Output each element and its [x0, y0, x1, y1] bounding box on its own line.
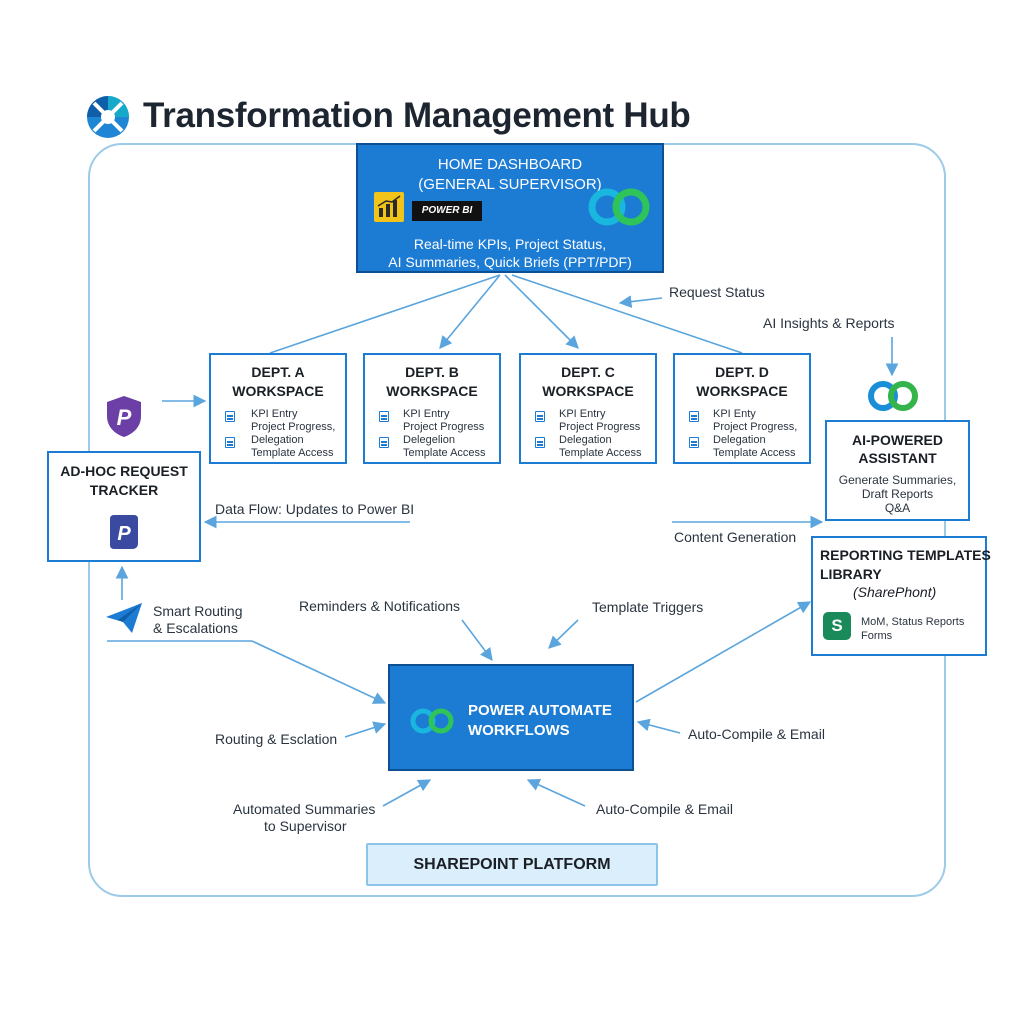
svg-text:P: P — [117, 405, 132, 430]
dept-item: Project Progress — [403, 421, 485, 433]
bar-chart-icon — [374, 192, 404, 222]
adhoc-title: AD-HOC REQUEST — [60, 463, 188, 479]
auto-compile-bottom-label: Auto-Compile & Email — [596, 801, 733, 817]
ai-desc: Draft Reports — [861, 487, 934, 501]
adhoc-subtitle: TRACKER — [89, 482, 159, 498]
document-icon — [689, 411, 699, 422]
dept-subtitle: WORKSPACE — [542, 383, 634, 399]
power-automate-title: POWER AUTOMATE — [468, 702, 612, 719]
automated-summaries-label: Automated Summaries — [233, 801, 376, 817]
dept-item: Delegation — [559, 434, 612, 446]
dept-d-workspace[interactable]: DEPT. D WORKSPACE KPI Enty Project Progr… — [673, 353, 811, 464]
paper-plane-icon — [106, 603, 142, 633]
ai-desc: Q&A — [884, 501, 911, 515]
dept-b-workspace[interactable]: DEPT. B WORKSPACE KPI Entry Project Prog… — [363, 353, 501, 464]
template-triggers-label: Template Triggers — [592, 599, 704, 615]
dept-item: Template Access — [559, 447, 642, 459]
content-generation-label: Content Generation — [674, 529, 797, 545]
power-automate-loop-icon — [410, 708, 454, 734]
ai-title: AI-POWERED — [852, 432, 943, 448]
dept-item: Template Access — [403, 447, 486, 459]
dept-title: DEPT. A — [251, 364, 305, 380]
dept-item: KPI Enty — [713, 408, 756, 420]
reporting-subtitle: LIBRARY — [820, 566, 882, 582]
document-icon — [379, 437, 389, 448]
home-dashboard-box[interactable]: HOME DASHBOARD (GENERAL SUPERVISOR) POWE… — [356, 143, 664, 273]
dept-item: KPI Entry — [559, 408, 606, 420]
document-icon — [535, 437, 545, 448]
power-automate-subtitle: WORKFLOWS — [468, 722, 570, 739]
escalations-label: & Escalations — [153, 620, 238, 636]
dept-item: Delegation — [251, 434, 304, 446]
ai-desc: Generate Summaries, — [838, 473, 957, 487]
dept-item: KPI Entry — [251, 408, 298, 420]
dept-item: Delegation — [713, 434, 766, 446]
dept-item: Project Progress, — [713, 421, 798, 433]
routing-escalation-label: Routing & Esclation — [215, 731, 338, 747]
page-title: Transformation Management Hub — [143, 96, 691, 135]
dept-subtitle: WORKSPACE — [696, 383, 788, 399]
adhoc-request-tracker[interactable]: AD-HOC REQUEST TRACKER P — [47, 451, 201, 562]
home-dashboard-desc-2: AI Summaries, Quick Briefs (PPT/PDF) — [388, 254, 632, 270]
dept-item: Delegelion — [403, 434, 455, 446]
sharepoint-icon: S — [823, 612, 851, 640]
document-icon — [225, 437, 235, 448]
ai-powered-assistant[interactable]: AI-POWERED ASSISTANT Generate Summaries,… — [825, 420, 970, 521]
data-flow-label: Data Flow: Updates to Power BI — [215, 501, 415, 517]
reporting-templates-library[interactable]: REPORTING TEMPLATES LIBRARY (SharePhont)… — [811, 536, 991, 656]
tracker-app-icon: P — [110, 515, 138, 549]
dept-item: Template Access — [251, 447, 334, 459]
dept-title: DEPT. D — [715, 364, 769, 380]
dept-title: DEPT. B — [405, 364, 459, 380]
reminders-label: Reminders & Notifications — [299, 598, 461, 614]
dept-a-workspace[interactable]: DEPT. A WORKSPACE KPI Entry Project Prog… — [209, 353, 347, 464]
dept-item: KPI Entry — [403, 408, 450, 420]
request-status-label: Request Status — [669, 284, 765, 300]
auto-compile-right-label: Auto-Compile & Email — [688, 726, 825, 742]
power-bi-badge: POWER BI — [412, 201, 482, 221]
document-icon — [535, 411, 545, 422]
dept-title: DEPT. C — [561, 364, 615, 380]
ai-insights-label: AI Insights & Reports — [763, 315, 895, 331]
hub-logo-icon — [87, 96, 129, 138]
dept-c-workspace[interactable]: DEPT. C WORKSPACE KPI Entry Project Prog… — [519, 353, 657, 464]
power-automate-loop-icon — [588, 188, 650, 226]
dept-subtitle: WORKSPACE — [232, 383, 324, 399]
dept-item: Template Access — [713, 447, 796, 459]
document-icon — [689, 437, 699, 448]
home-dashboard-desc-1: Real-time KPIs, Project Status, — [413, 236, 607, 252]
reporting-platform-name: (SharePhont) — [853, 584, 937, 600]
dept-item: Project Progress, — [251, 421, 336, 433]
dept-item: Project Progress — [559, 421, 641, 433]
reporting-title: REPORTING TEMPLATES — [820, 547, 991, 563]
ai-loop-icon — [868, 381, 918, 411]
home-dashboard-subtitle: (GENERAL SUPERVISOR) — [418, 176, 602, 193]
dept-subtitle: WORKSPACE — [386, 383, 478, 399]
document-icon — [379, 411, 389, 422]
svg-text:P: P — [117, 523, 131, 545]
to-supervisor-label: to Supervisor — [264, 818, 347, 834]
reporting-desc: MoM, Status Reports — [861, 616, 965, 628]
home-dashboard-title: HOME DASHBOARD — [437, 156, 583, 173]
power-automate-workflows[interactable]: POWER AUTOMATE WORKFLOWS — [388, 664, 634, 771]
shield-icon: P — [107, 396, 141, 437]
reporting-desc: Forms — [861, 630, 893, 642]
document-icon — [225, 411, 235, 422]
sharepoint-platform-bar[interactable]: SHAREPOINT PLATFORM — [366, 843, 658, 886]
ai-subtitle: ASSISTANT — [858, 450, 937, 466]
smart-routing-label: Smart Routing — [153, 603, 243, 619]
